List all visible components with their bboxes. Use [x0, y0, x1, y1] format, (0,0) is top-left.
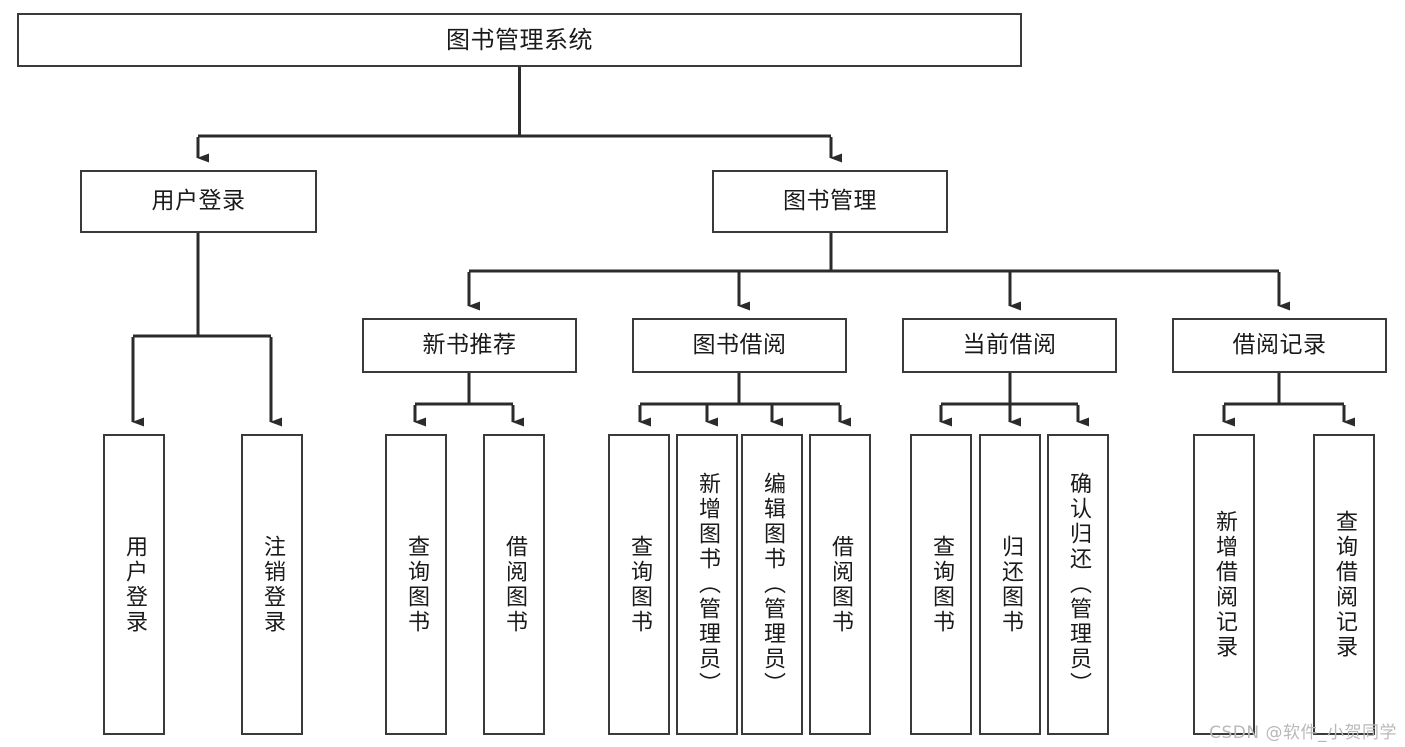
node-root-book-management-system[interactable]: 图书管理系统 — [17, 13, 1022, 67]
node-label: 图书管理 — [783, 187, 877, 214]
csdn-watermark: CSDN @软件_小贺同学 — [1209, 723, 1397, 743]
node-label: 查询借阅记录 — [1332, 509, 1357, 660]
node-label: 查询图书 — [929, 534, 954, 635]
leaf-user-login-logout[interactable]: 注销登录 — [241, 434, 303, 735]
leaf-current-borrow-return-book[interactable]: 归还图书 — [979, 434, 1041, 735]
node-label: 编辑图书（管理员） — [760, 472, 785, 697]
leaf-new-book-query-book[interactable]: 查询图书 — [385, 434, 447, 735]
node-new-book-recommend[interactable]: 新书推荐 — [362, 318, 577, 373]
node-label: 图书借阅 — [692, 331, 787, 358]
node-label: 当前借阅 — [962, 331, 1057, 358]
node-label: 借阅记录 — [1232, 331, 1327, 358]
leaf-borrow-record-add-record[interactable]: 新增借阅记录 — [1193, 434, 1255, 735]
leaf-current-borrow-query-book[interactable]: 查询图书 — [910, 434, 972, 735]
node-label: 查询图书 — [627, 534, 652, 635]
node-label: 归还图书 — [998, 534, 1023, 635]
node-label: 用户登录 — [122, 534, 147, 635]
node-label: 用户登录 — [151, 187, 246, 214]
leaf-book-borrow-edit-book-admin[interactable]: 编辑图书（管理员） — [741, 434, 803, 735]
node-label: 新增借阅记录 — [1212, 509, 1237, 660]
node-label: 图书管理系统 — [446, 25, 593, 54]
node-label: 确认归还（管理员） — [1066, 472, 1091, 697]
node-current-borrow[interactable]: 当前借阅 — [902, 318, 1117, 373]
leaf-book-borrow-borrow-book[interactable]: 借阅图书 — [809, 434, 871, 735]
node-book-borrow[interactable]: 图书借阅 — [632, 318, 847, 373]
leaf-user-login-login[interactable]: 用户登录 — [103, 434, 165, 735]
node-label: 新书推荐 — [422, 331, 517, 358]
leaf-current-borrow-confirm-return-admin[interactable]: 确认归还（管理员） — [1047, 434, 1109, 735]
leaf-new-book-borrow-book[interactable]: 借阅图书 — [483, 434, 545, 735]
node-borrow-record[interactable]: 借阅记录 — [1172, 318, 1387, 373]
node-book-management[interactable]: 图书管理 — [712, 170, 948, 233]
node-label: 借阅图书 — [828, 534, 853, 635]
node-label: 查询图书 — [404, 534, 429, 635]
node-label: 新增图书（管理员） — [695, 472, 720, 697]
leaf-book-borrow-query-book[interactable]: 查询图书 — [608, 434, 670, 735]
node-user-login[interactable]: 用户登录 — [80, 170, 317, 233]
leaf-borrow-record-query-record[interactable]: 查询借阅记录 — [1313, 434, 1375, 735]
leaf-book-borrow-add-book-admin[interactable]: 新增图书（管理员） — [676, 434, 738, 735]
node-label: 借阅图书 — [502, 534, 527, 635]
node-label: 注销登录 — [260, 534, 285, 635]
